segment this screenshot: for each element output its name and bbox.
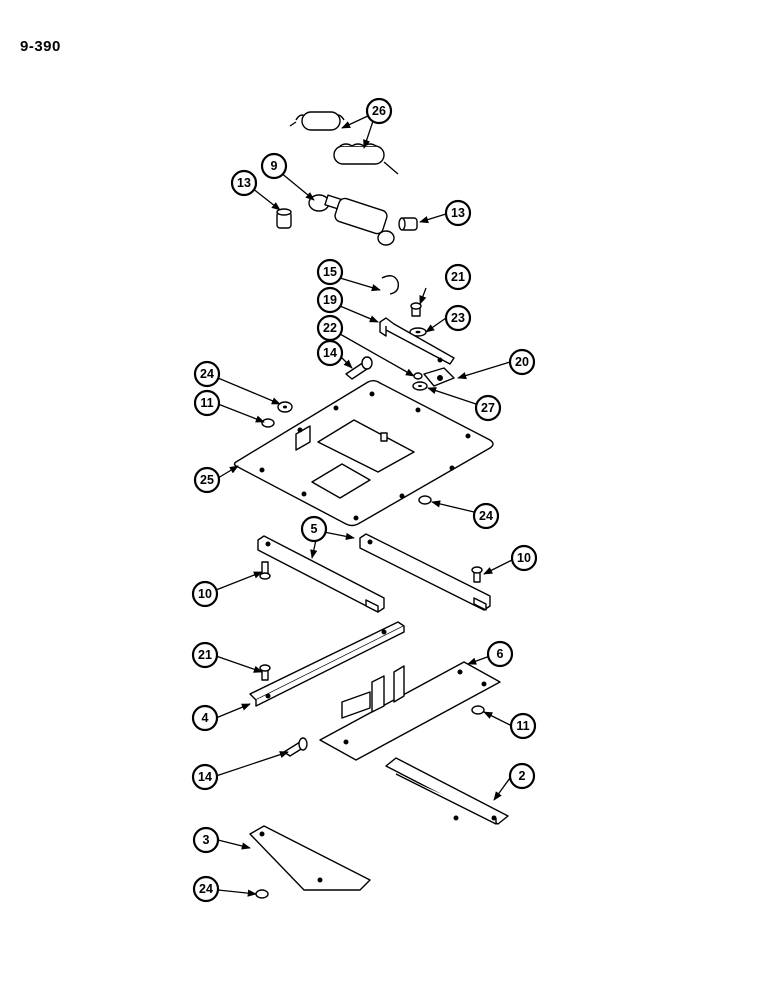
svg-text:24: 24	[200, 367, 214, 381]
rail-right	[359, 533, 491, 611]
svg-text:25: 25	[200, 473, 214, 487]
spring-upper	[289, 111, 345, 131]
svg-text:20: 20	[515, 355, 529, 369]
callout-6: 6	[486, 640, 514, 668]
support-right	[385, 757, 509, 825]
page-number: 9-390	[20, 38, 61, 55]
callout-26: 26	[365, 97, 393, 125]
svg-text:4: 4	[202, 711, 209, 725]
callout-14-lower: 14	[191, 763, 219, 791]
bolt-right	[398, 217, 418, 231]
svg-text:26: 26	[372, 104, 386, 118]
washer-upper	[409, 327, 427, 337]
svg-text:2: 2	[519, 769, 526, 783]
svg-text:11: 11	[200, 396, 213, 410]
svg-text:24: 24	[479, 509, 493, 523]
clip	[381, 275, 400, 295]
base-plate	[319, 661, 501, 761]
spring-lower	[333, 143, 399, 175]
seat-plate	[233, 380, 494, 527]
callout-3: 3	[192, 826, 220, 854]
svg-text:22: 22	[323, 321, 337, 335]
svg-text:3: 3	[203, 833, 210, 847]
callout-11-top: 11	[193, 389, 221, 417]
callout-10-right: 10	[510, 544, 538, 572]
callout-21-lower: 21	[191, 641, 219, 669]
svg-text:14: 14	[323, 346, 337, 360]
svg-text:27: 27	[481, 401, 495, 415]
nut-11-lower	[471, 705, 485, 715]
svg-text:9: 9	[271, 159, 278, 173]
shock-absorber	[308, 194, 395, 246]
callout-10-left: 10	[191, 580, 219, 608]
callout-25: 25	[193, 466, 221, 494]
rail-left	[257, 535, 385, 613]
svg-text:23: 23	[451, 311, 465, 325]
callout-13-left: 13	[230, 169, 258, 197]
bracket	[379, 317, 455, 365]
svg-text:14: 14	[198, 770, 212, 784]
svg-text:10: 10	[517, 551, 531, 565]
nut-24-top	[277, 401, 293, 413]
callout-14-upper: 14	[316, 339, 344, 367]
bolt-10-left	[259, 561, 271, 580]
callout-9: 9	[260, 152, 288, 180]
callout-27: 27	[474, 394, 502, 422]
pin-lower	[283, 737, 308, 757]
callout-24-middle: 24	[472, 502, 500, 530]
callout-21-upper: 21	[444, 263, 472, 291]
leader-lines	[215, 114, 513, 897]
svg-text:6: 6	[497, 647, 504, 661]
svg-text:10: 10	[198, 587, 212, 601]
strap	[249, 621, 405, 707]
svg-text:21: 21	[451, 270, 465, 284]
bolt-left	[276, 208, 292, 229]
bolt-10-right	[471, 566, 483, 583]
svg-text:21: 21	[198, 648, 212, 662]
callout-13-right: 13	[444, 199, 472, 227]
svg-text:13: 13	[237, 176, 251, 190]
nut-11-top	[261, 418, 275, 428]
nut-plate	[423, 367, 455, 387]
callout-4: 4	[191, 704, 219, 732]
nut-24-middle	[418, 495, 432, 505]
nut-24-bottom	[255, 889, 269, 899]
callout-22: 22	[316, 314, 344, 342]
bolt-small-upper	[410, 302, 422, 317]
washer-lower	[412, 381, 428, 391]
svg-text:5: 5	[311, 522, 318, 536]
support-left	[249, 825, 371, 891]
svg-text:13: 13	[451, 206, 465, 220]
callout-15: 15	[316, 258, 344, 286]
callout-2: 2	[508, 762, 536, 790]
nut-small	[413, 372, 423, 380]
callout-24-top: 24	[193, 360, 221, 388]
svg-text:24: 24	[199, 882, 213, 896]
callout-11-lower: 11	[509, 712, 537, 740]
callout-19: 19	[316, 286, 344, 314]
callout-20: 20	[508, 348, 536, 376]
callout-5: 5	[300, 515, 328, 543]
callout-24-bottom: 24	[192, 875, 220, 903]
svg-text:15: 15	[323, 265, 337, 279]
svg-text:11: 11	[516, 719, 529, 733]
pin-upper	[345, 356, 373, 380]
svg-text:19: 19	[323, 293, 337, 307]
callout-23: 23	[444, 304, 472, 332]
